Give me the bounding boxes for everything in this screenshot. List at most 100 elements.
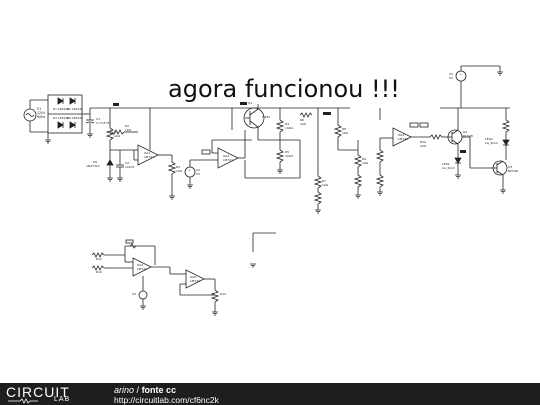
resistor-r10: R10 1kΩ bbox=[420, 134, 448, 148]
svg-text:D2 1N4148: D2 1N4148 bbox=[67, 107, 83, 111]
resistor-r7: R7 1kΩ bbox=[313, 108, 329, 214]
svg-text:R12: R12 bbox=[96, 270, 102, 274]
svg-text:100nF: 100nF bbox=[125, 165, 135, 169]
svg-text:1kΩ: 1kΩ bbox=[125, 128, 132, 132]
circuitlab-logo[interactable]: CIRCUIT bbox=[6, 384, 70, 400]
svg-text:R4: R4 bbox=[285, 122, 289, 126]
lower-subcircuit: R11 R12 OA4 LM741 V4 OA5 LM741 R13 bbox=[91, 232, 276, 316]
svg-text:V4: V4 bbox=[132, 292, 136, 296]
svg-text:120V: 120V bbox=[37, 111, 46, 115]
capacitor-c2: C2 100nF bbox=[116, 150, 135, 182]
transistor-q1: Q1 TIP31 bbox=[243, 101, 270, 140]
svg-text:10kΩ: 10kΩ bbox=[285, 154, 294, 158]
diode-bridge: D1 1N4148 D2 1N4148 D3 1N4148 D4 1N4148 bbox=[45, 94, 90, 144]
ac-source-v1: V1 120V 60Hz bbox=[23, 99, 48, 133]
led-led2: LED2 LG_5mm bbox=[485, 137, 510, 160]
svg-text:OA3: OA3 bbox=[398, 133, 404, 137]
svg-text:1kΩ: 1kΩ bbox=[420, 144, 427, 148]
footer-title-line: arino / fonte cc bbox=[114, 385, 176, 395]
resistor-r5: R5 10kΩ bbox=[275, 140, 294, 174]
transistor-q2: Q2 BC548 bbox=[447, 108, 473, 145]
svg-text:R10: R10 bbox=[420, 140, 426, 144]
svg-text:LM741: LM741 bbox=[223, 158, 233, 162]
svg-text:TIP31: TIP31 bbox=[261, 115, 270, 119]
resistor-r9: R9 1kΩ bbox=[353, 140, 369, 199]
svg-text:+: + bbox=[188, 168, 191, 172]
svg-text:V1: V1 bbox=[37, 107, 41, 111]
resistor-r1: R1 1kΩ bbox=[105, 108, 121, 150]
opamp-oa2: OA2 LM741 bbox=[211, 108, 252, 169]
svg-text:5V: 5V bbox=[449, 76, 454, 80]
svg-text:1kΩ: 1kΩ bbox=[176, 169, 183, 173]
capacitor-c1: C1 4.7mF M4 bbox=[85, 114, 111, 138]
svg-text:LED1: LED1 bbox=[442, 162, 450, 166]
svg-text:R3: R3 bbox=[176, 165, 180, 169]
svg-text:LM741: LM741 bbox=[144, 155, 154, 159]
svg-text:R7: R7 bbox=[322, 179, 326, 183]
svg-text:D3 1N4148: D3 1N4148 bbox=[53, 116, 69, 120]
svg-text:OA4: OA4 bbox=[137, 263, 143, 267]
svg-text:1kΩ: 1kΩ bbox=[300, 122, 307, 126]
transistor-q3: Q3 BC548 bbox=[490, 160, 518, 194]
author-link[interactable]: arino bbox=[114, 385, 135, 395]
svg-text:1kΩ: 1kΩ bbox=[114, 134, 121, 138]
resistor-r2: R2 1kΩ bbox=[110, 124, 138, 135]
svg-text:R11: R11 bbox=[96, 257, 102, 261]
svg-text:LED2: LED2 bbox=[485, 137, 493, 141]
svg-text:LG_5mm: LG_5mm bbox=[485, 141, 498, 145]
resistor-r9b bbox=[375, 149, 385, 196]
svg-text:R2: R2 bbox=[125, 124, 129, 128]
svg-text:R1: R1 bbox=[114, 130, 118, 134]
svg-text:LM741: LM741 bbox=[137, 267, 147, 271]
svg-text:10kΩ: 10kΩ bbox=[285, 126, 294, 130]
svg-text:LM741: LM741 bbox=[190, 279, 200, 283]
svg-text:Q3: Q3 bbox=[508, 165, 512, 169]
dc-source-v3: + V3 5V bbox=[449, 65, 503, 108]
svg-text:LG_5mm: LG_5mm bbox=[442, 166, 455, 170]
svg-text:R8: R8 bbox=[342, 127, 346, 131]
svg-text:Q2: Q2 bbox=[463, 130, 467, 134]
circuitlab-logo-lab: LAB bbox=[54, 396, 71, 403]
svg-text:Q1: Q1 bbox=[248, 101, 252, 105]
svg-text:LM741: LM741 bbox=[398, 137, 408, 141]
svg-text:D5: D5 bbox=[93, 160, 97, 164]
svg-text:V2: V2 bbox=[196, 168, 200, 172]
svg-text:C1: C1 bbox=[96, 117, 100, 121]
svg-text:OA5: OA5 bbox=[190, 275, 196, 279]
schematic-title: agora funcionou !!! bbox=[168, 75, 400, 103]
svg-text:R13: R13 bbox=[220, 292, 226, 296]
circuit-url-link[interactable]: http://circuitlab.com/cf6nc2k bbox=[114, 395, 219, 405]
opamp-oa3: OA3 LM741 bbox=[392, 127, 430, 147]
opamp-oa1: OA1 LM741 bbox=[133, 108, 172, 166]
svg-text:1N4731A: 1N4731A bbox=[86, 164, 101, 168]
svg-text:1kΩ: 1kΩ bbox=[362, 161, 369, 165]
svg-text:BC548: BC548 bbox=[508, 169, 518, 173]
footer-bar: CIRCUIT LAB arino / fonte cc http://circ… bbox=[0, 383, 540, 405]
footer-separator: / bbox=[136, 385, 140, 395]
dc-source-v2: + V2 5V bbox=[184, 166, 201, 189]
svg-text:BC548: BC548 bbox=[463, 134, 473, 138]
resistor-r8: R8 1kΩ bbox=[333, 108, 349, 150]
circuit-title: fonte cc bbox=[141, 385, 177, 395]
svg-text:R9: R9 bbox=[362, 157, 366, 161]
resistor-r3: R3 1kΩ bbox=[167, 155, 183, 200]
svg-text:4.7mF M4: 4.7mF M4 bbox=[96, 121, 111, 125]
svg-text:D1 1N4148: D1 1N4148 bbox=[53, 107, 69, 111]
svg-text:R5: R5 bbox=[285, 150, 289, 154]
svg-text:OA2: OA2 bbox=[223, 154, 229, 158]
zener-d5: D5 1N4731A bbox=[86, 150, 114, 182]
svg-text:60Hz: 60Hz bbox=[37, 115, 45, 119]
svg-text:+: + bbox=[459, 72, 462, 76]
svg-text:OA1: OA1 bbox=[144, 151, 150, 155]
svg-text:R6: R6 bbox=[300, 118, 304, 122]
led-led1: LED1 LG_5mm bbox=[442, 144, 462, 179]
schematic-canvas: agora funcionou !!! V1 120V 60Hz D1 1N41… bbox=[23, 65, 518, 316]
resistor-r4: R4 10kΩ bbox=[275, 108, 294, 140]
svg-text:1kΩ: 1kΩ bbox=[342, 131, 349, 135]
svg-text:D4 1N4148: D4 1N4148 bbox=[67, 116, 83, 120]
logo-wire-icon bbox=[8, 398, 38, 404]
svg-text:5V: 5V bbox=[196, 172, 201, 176]
resistor-r6: R6 1kΩ bbox=[299, 112, 313, 126]
svg-text:V3: V3 bbox=[449, 72, 453, 76]
svg-text:1kΩ: 1kΩ bbox=[322, 183, 329, 187]
